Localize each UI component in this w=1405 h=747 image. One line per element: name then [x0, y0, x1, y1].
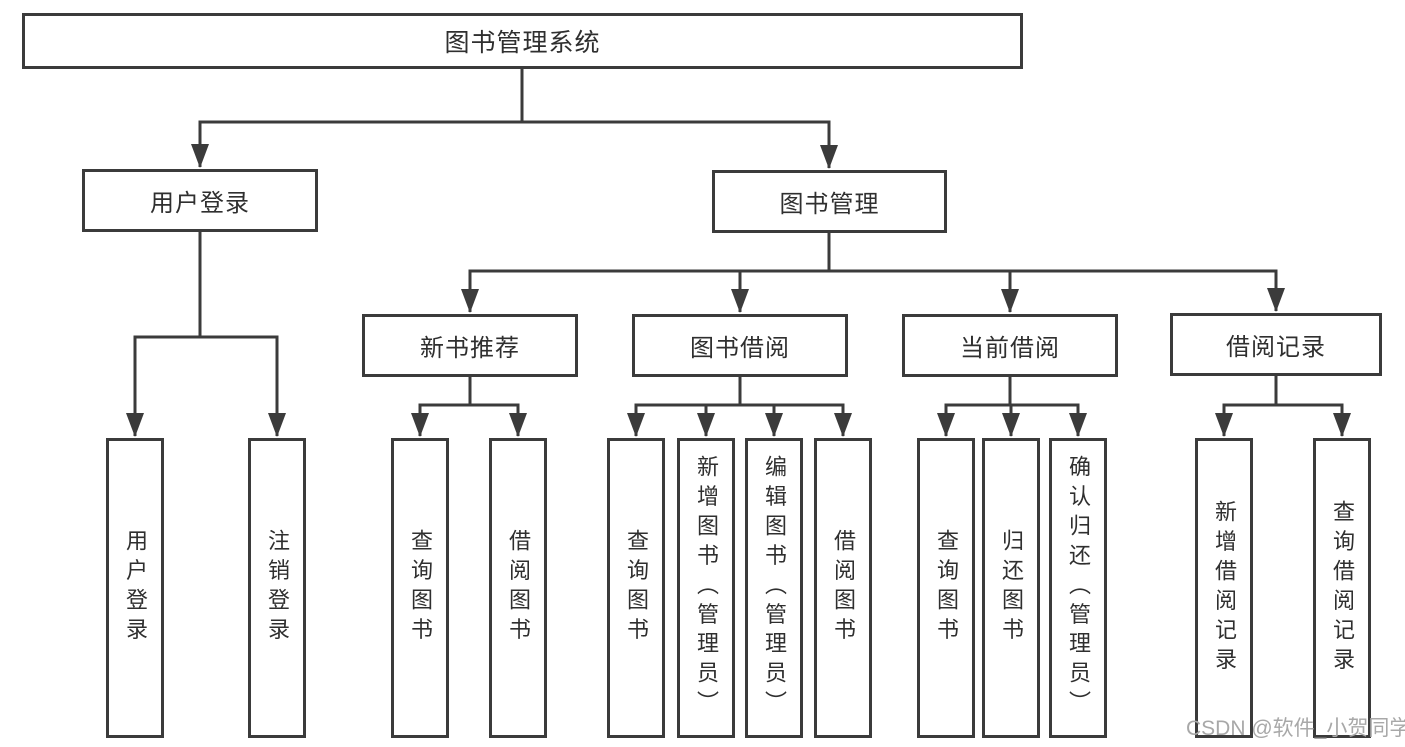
node-label: 图书管理: [779, 191, 880, 218]
node-leaf-user-login: 用户登录: [106, 438, 164, 738]
node-label: 借阅图书: [506, 529, 531, 647]
node-library-management-system: 图书管理系统: [22, 13, 1023, 69]
node-leaf-confirm-return-admin: 确认归还（管理员）: [1049, 438, 1107, 738]
csdn-watermark: CSDN @软件_小贺同学: [1186, 717, 1405, 740]
node-leaf-query-books: 查询图书: [607, 438, 665, 738]
node-label: 查询图书: [934, 529, 959, 647]
node-label: 当前借阅: [960, 335, 1060, 362]
node-label: 新增图书（管理员）: [694, 455, 719, 721]
node-label: 归还图书: [999, 529, 1024, 647]
node-leaf-query-books: 查询图书: [391, 438, 449, 738]
node-label: 编辑图书（管理员）: [762, 455, 787, 721]
node-book-management: 图书管理: [712, 170, 947, 233]
node-book-borrowing: 图书借阅: [632, 314, 848, 377]
node-leaf-edit-book-admin: 编辑图书（管理员）: [745, 438, 803, 738]
node-leaf-return-books: 归还图书: [982, 438, 1040, 738]
node-leaf-add-borrow-record: 新增借阅记录: [1195, 438, 1253, 738]
node-label: 用户登录: [123, 529, 148, 647]
node-leaf-query-books: 查询图书: [917, 438, 975, 738]
node-label: 查询图书: [624, 529, 649, 647]
node-leaf-query-borrow-record: 查询借阅记录: [1313, 438, 1371, 738]
node-leaf-logout: 注销登录: [248, 438, 306, 738]
node-label: 借阅图书: [831, 529, 856, 647]
node-label: 查询借阅记录: [1330, 499, 1355, 677]
node-label: 用户登录: [150, 190, 250, 217]
node-label: 图书管理系统: [444, 29, 601, 57]
node-leaf-borrow-books: 借阅图书: [489, 438, 547, 738]
node-leaf-borrow-books: 借阅图书: [814, 438, 872, 738]
node-label: 查询图书: [408, 529, 433, 647]
node-label: 注销登录: [265, 529, 290, 647]
node-label: 图书借阅: [690, 335, 790, 362]
node-current-borrowing: 当前借阅: [902, 314, 1118, 377]
node-label: 新书推荐: [420, 335, 520, 362]
node-new-book-recommendation: 新书推荐: [362, 314, 578, 377]
node-label: 借阅记录: [1226, 334, 1326, 361]
node-leaf-add-book-admin: 新增图书（管理员）: [677, 438, 735, 738]
node-user-login: 用户登录: [82, 169, 318, 232]
node-label: 确认归还（管理员）: [1066, 455, 1091, 721]
node-label: 新增借阅记录: [1212, 499, 1237, 677]
node-borrowing-records: 借阅记录: [1170, 313, 1382, 376]
